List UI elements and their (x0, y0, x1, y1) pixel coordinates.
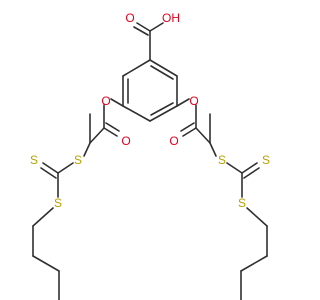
right-thione-sulfur-label: S (262, 153, 270, 167)
left-cs-bond-2 (40, 167, 57, 179)
right-ester-oxygen-label: O (189, 94, 198, 108)
left-butyl-bond-3 (32, 255, 60, 272)
right-butyl-bond-1 (246, 207, 268, 227)
acid-bond-oh (149, 22, 164, 32)
atom-labels: O OH O O O O S S S S S S (30, 11, 270, 210)
right-cs-bond-1 (241, 162, 258, 174)
bonds (32, 22, 268, 300)
left-ch-s-bond (83, 142, 91, 157)
acid-carbonyl-oxygen-label: O (125, 11, 134, 25)
acid-bond-co-2 (133, 26, 149, 36)
ring-bond-6 (122, 59, 151, 77)
left-cs-bond-1 (42, 162, 59, 174)
left-butyl-bond-1 (32, 207, 54, 227)
right-co-bond-2 (180, 122, 195, 132)
ring-bond-3 (149, 105, 178, 122)
left-butyl-sulfur-label: S (54, 196, 62, 210)
right-c-ch-bond (195, 127, 211, 144)
ring-bond-3-inner (150, 102, 174, 116)
molecule-structure: O OH O O O O S S S S S S (30, 11, 270, 300)
right-alpha-sulfur-label: S (218, 153, 226, 167)
left-thione-sulfur-label: S (30, 153, 38, 167)
left-co-bond-1 (103, 127, 118, 137)
left-carbonyl-oxygen-label: O (121, 134, 130, 148)
left-c-ch-bond (89, 127, 105, 144)
ring-bond-4 (122, 105, 151, 122)
left-s-c-bond (57, 162, 74, 174)
right-carbonyl-oxygen-label: O (169, 134, 178, 148)
right-butyl-bond-3 (240, 255, 268, 272)
right-ring-o-bond (176, 98, 190, 107)
acid-bond-co-1 (136, 22, 151, 32)
acid-hydroxyl-label: OH (162, 11, 180, 25)
right-s-c-bond (226, 162, 243, 174)
ring-bond-1 (149, 59, 178, 77)
left-co-bond-2 (105, 122, 120, 132)
left-ring-o-bond (110, 98, 124, 107)
left-ester-oxygen-label: O (101, 94, 110, 108)
left-alpha-sulfur-label: S (74, 153, 82, 167)
right-butyl-sulfur-label: S (238, 196, 246, 210)
ring-bond-1-inner (150, 65, 174, 80)
right-co-bond-1 (182, 127, 197, 137)
right-cs-bond-2 (243, 167, 260, 179)
right-ch-s-bond (209, 142, 217, 157)
